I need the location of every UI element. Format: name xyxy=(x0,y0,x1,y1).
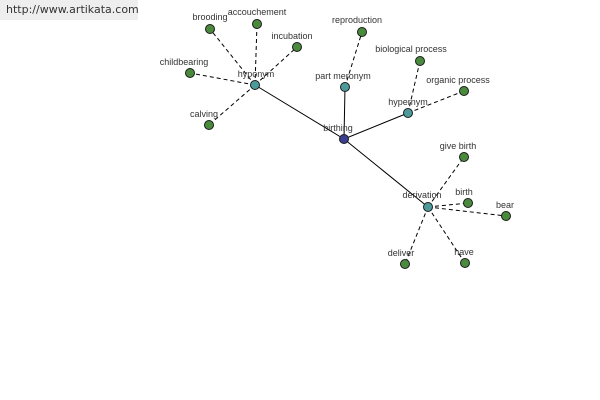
label-word-bear: bear xyxy=(496,200,514,210)
edge-accouchement xyxy=(254,23,258,86)
label-word-organic-process: organic process xyxy=(426,75,490,85)
node-word-childbearing[interactable] xyxy=(185,68,195,78)
node-word-deliver[interactable] xyxy=(400,259,410,269)
node-word-organic-process[interactable] xyxy=(459,86,469,96)
label-relation-derivation: derivation xyxy=(402,190,441,200)
edge-part-meronym xyxy=(343,86,346,140)
label-word-calving: calving xyxy=(190,109,218,119)
edge-brooding xyxy=(209,28,256,86)
edge-calving xyxy=(208,84,256,126)
node-word-accouchement[interactable] xyxy=(252,19,262,29)
edge-reproduction xyxy=(344,31,363,88)
label-relation-hyponym: hyponym xyxy=(238,69,275,79)
node-word-calving[interactable] xyxy=(204,120,214,130)
node-relation-hyponym[interactable] xyxy=(250,80,260,90)
edge-organic-process xyxy=(407,90,465,114)
edge-derivation xyxy=(343,138,429,208)
edge-give-birth xyxy=(427,156,465,208)
node-word-incubation[interactable] xyxy=(292,42,302,52)
edge-incubation xyxy=(254,46,298,86)
label-word-have: have xyxy=(454,247,474,257)
node-center-birthing[interactable] xyxy=(339,134,349,144)
edge-deliver xyxy=(404,206,429,265)
label-center: birthing xyxy=(323,123,353,133)
node-word-have[interactable] xyxy=(460,258,470,268)
edge-biological-process xyxy=(407,60,421,114)
node-relation-derivation[interactable] xyxy=(423,202,433,212)
edge-hyponym xyxy=(254,84,345,140)
node-word-bear[interactable] xyxy=(501,211,511,221)
node-word-biological-process[interactable] xyxy=(415,56,425,66)
label-relation-part-meronym: part meronym xyxy=(315,71,371,81)
label-word-birth: birth xyxy=(455,187,473,197)
edge-bear xyxy=(427,206,507,217)
label-relation-hypernym: hypernym xyxy=(388,97,428,107)
node-word-give-birth[interactable] xyxy=(459,152,469,162)
node-relation-part-meronym[interactable] xyxy=(340,82,350,92)
edge-hypernym xyxy=(343,112,409,140)
label-word-deliver: deliver xyxy=(388,248,415,258)
label-word-brooding: brooding xyxy=(192,12,227,22)
node-word-brooding[interactable] xyxy=(205,24,215,34)
label-word-reproduction: reproduction xyxy=(332,15,382,25)
edge-birth xyxy=(427,202,469,208)
label-word-accouchement: accouchement xyxy=(228,7,287,17)
node-relation-hypernym[interactable] xyxy=(403,108,413,118)
source-link[interactable]: http://www.artikata.com xyxy=(0,0,139,20)
label-word-biological-process: biological process xyxy=(375,44,447,54)
node-word-birth[interactable] xyxy=(463,198,473,208)
label-word-childbearing: childbearing xyxy=(160,57,209,67)
label-word-incubation: incubation xyxy=(271,31,312,41)
node-word-reproduction[interactable] xyxy=(357,27,367,37)
label-word-give-birth: give birth xyxy=(440,141,477,151)
